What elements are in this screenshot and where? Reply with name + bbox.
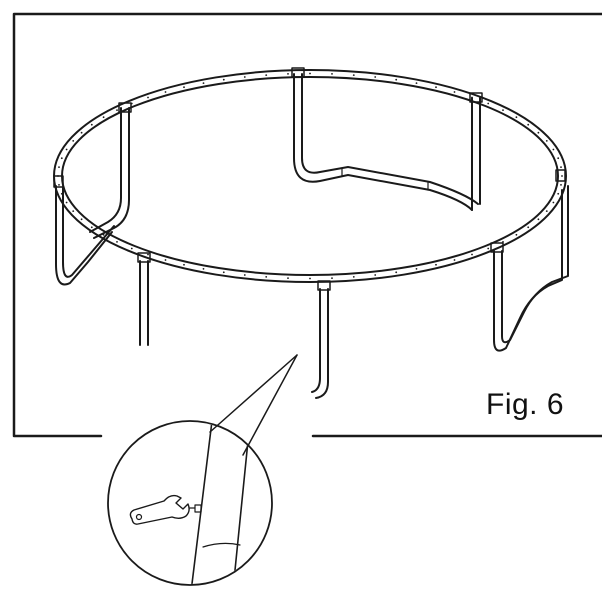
spring-hole	[90, 226, 93, 229]
spring-hole	[164, 91, 167, 93]
back-leg-right	[471, 97, 481, 211]
spring-hole	[537, 218, 540, 221]
spring-hole	[72, 140, 75, 142]
spring-hole	[243, 274, 246, 276]
spring-hole	[331, 277, 333, 279]
spring-hole	[557, 157, 560, 160]
spring-hole	[58, 184, 60, 186]
figure-label: Fig. 6	[486, 388, 565, 421]
front-leg-left	[55, 185, 115, 286]
spring-hole	[487, 102, 490, 105]
spring-hole	[515, 233, 518, 236]
back-leg-left	[89, 107, 130, 239]
spring-hole	[72, 210, 75, 213]
front-leg-center-left	[139, 260, 149, 346]
spring-hole	[537, 131, 540, 134]
spring-hole	[287, 73, 289, 75]
spring-hole	[183, 263, 185, 266]
spring-hole	[331, 73, 333, 75]
spring-hole	[60, 157, 63, 160]
spring-hole	[545, 210, 548, 213]
spring-hole	[58, 166, 60, 169]
spring-hole	[102, 233, 105, 236]
spring-hole	[527, 226, 530, 229]
bolt-icon	[189, 504, 202, 513]
spring-hole	[202, 82, 205, 84]
spring-hole	[116, 109, 118, 111]
spring-hole	[557, 192, 560, 195]
spring-hole	[415, 268, 418, 270]
spring-hole	[527, 123, 530, 126]
spring-hole	[552, 201, 555, 204]
front-leg-center	[311, 288, 329, 399]
spring-hole	[202, 268, 205, 270]
spring-hole	[515, 116, 518, 119]
spring-hole	[560, 166, 562, 169]
spring-hole	[164, 259, 167, 261]
spring-hole	[147, 253, 149, 256]
spring-hole	[552, 148, 555, 151]
spring-hole	[243, 76, 246, 78]
front-leg-right	[493, 185, 569, 352]
spring-hole	[352, 276, 355, 278]
spring-hole	[374, 76, 377, 78]
back-leg-center	[293, 73, 479, 211]
spring-hole	[352, 74, 355, 76]
spring-hole	[415, 82, 418, 84]
t-joints	[53, 67, 566, 291]
spring-hole	[545, 140, 548, 142]
spring-hole	[102, 116, 105, 119]
magnifier-callout	[107, 420, 273, 586]
spring-hole	[309, 277, 311, 280]
spring-hole	[395, 271, 398, 274]
spring-hole	[395, 78, 398, 81]
spring-hole	[453, 259, 456, 261]
spring-hole	[453, 91, 456, 93]
spring-hole	[183, 86, 185, 89]
top-ring	[53, 69, 567, 283]
spring-hole	[80, 131, 83, 134]
spring-hole	[222, 271, 225, 274]
spring-hole	[90, 123, 93, 126]
spring-hole	[222, 78, 225, 81]
spring-hole	[471, 96, 473, 99]
spring-hole	[265, 74, 268, 76]
spring-hole	[65, 201, 68, 204]
spring-hole	[130, 247, 133, 250]
spring-holes	[57, 72, 563, 280]
spring-hole	[374, 274, 377, 276]
spring-hole	[147, 96, 149, 99]
spring-hole	[502, 109, 504, 111]
callout-pointer	[209, 354, 298, 456]
wrench-icon	[129, 494, 190, 525]
spring-hole	[561, 175, 563, 177]
spring-hole	[435, 86, 437, 89]
spring-hole	[560, 184, 562, 186]
spring-hole	[309, 72, 311, 75]
spring-hole	[265, 276, 268, 278]
spring-hole	[80, 218, 83, 221]
figure-frame	[12, 12, 602, 438]
spring-hole	[65, 148, 68, 151]
spring-hole	[116, 241, 118, 243]
spring-hole	[471, 253, 473, 256]
spring-hole	[435, 263, 437, 266]
spring-hole	[487, 247, 490, 250]
spring-hole	[287, 277, 289, 279]
